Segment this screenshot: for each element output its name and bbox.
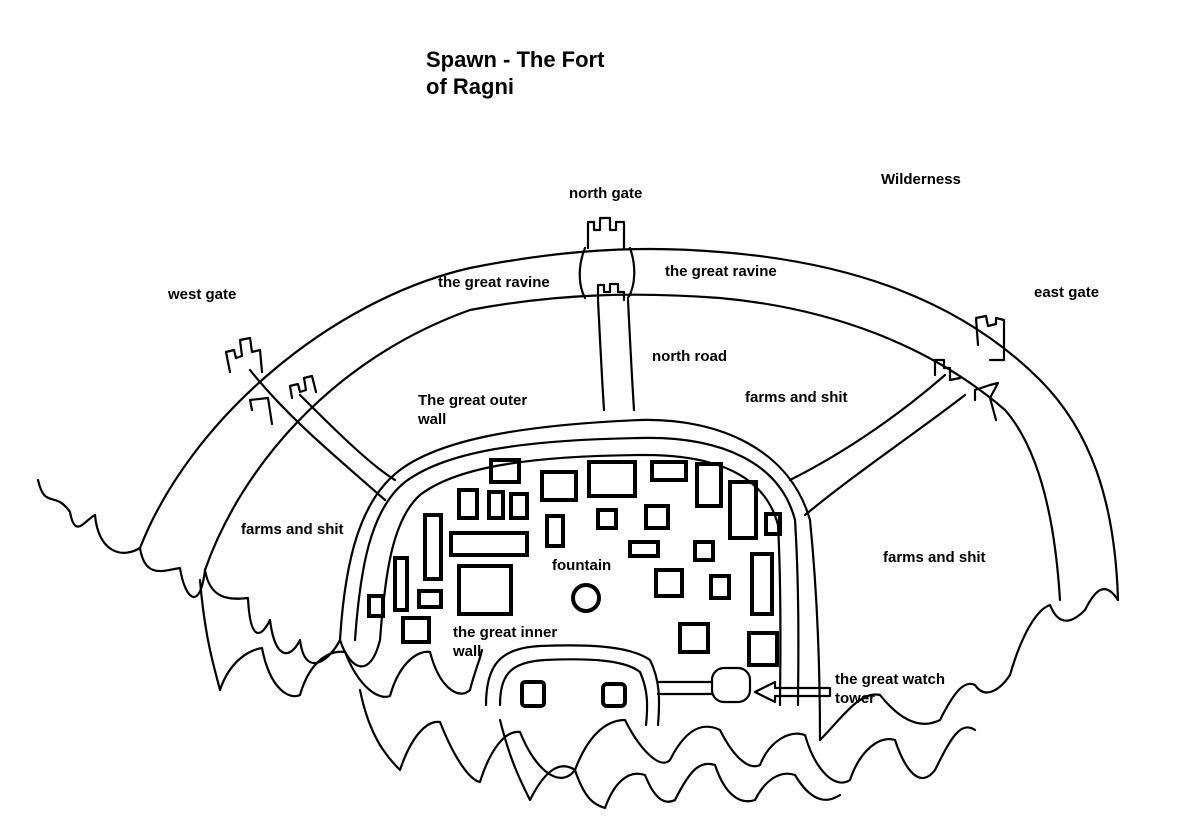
building [401, 616, 431, 644]
building [449, 531, 529, 557]
watch-tower-base [710, 666, 752, 704]
label-inner-wall-line-1: the great inner [453, 624, 558, 641]
building [487, 490, 505, 520]
building [693, 540, 715, 562]
building [695, 462, 723, 508]
ravine-inner-edge [203, 293, 1062, 602]
north-road-upper-east [626, 246, 636, 300]
west-cliffs-lower [198, 578, 484, 698]
north-road-upper-west [578, 246, 587, 300]
west-gate-tower-inner [288, 374, 318, 400]
west-gate-ruin [248, 396, 274, 426]
label-wilderness: Wilderness [881, 171, 961, 188]
north-gate-tower-inner [596, 282, 626, 302]
label-farms-east: farms and shit [883, 549, 986, 566]
building [545, 514, 565, 548]
building [654, 568, 684, 598]
building [393, 556, 409, 612]
inner-wall-outer [353, 436, 800, 707]
label-fountain: fountain [552, 557, 612, 574]
label-outer-wall-line-2: wall [418, 411, 447, 428]
building [417, 589, 443, 609]
keep-wall-inner [498, 658, 649, 727]
city-buildings [367, 458, 782, 667]
building [650, 460, 688, 482]
building [596, 508, 618, 530]
label-watch-tower-line-2: tower [835, 690, 876, 707]
building [457, 564, 513, 616]
building [709, 574, 731, 600]
building [509, 492, 529, 520]
keep-wall-outer [484, 644, 661, 727]
west-spoke-lower [298, 393, 397, 482]
south-cliffs [358, 688, 977, 784]
label-ravine-east: the great ravine [665, 263, 777, 280]
north-road-west-edge [596, 298, 606, 412]
south-cliffs-lower [498, 718, 842, 810]
building [728, 480, 758, 540]
ravine-outer-edge [138, 247, 1120, 602]
label-east-gate: east gate [1034, 284, 1100, 301]
label-farms-north: farms and shit [745, 389, 848, 406]
label-watch-tower-line-1: the great watch [835, 671, 946, 688]
fountain-circle [571, 583, 601, 613]
building [764, 512, 782, 536]
east-gate-ruin [973, 381, 1000, 422]
building [628, 540, 660, 558]
east-cliffs [818, 588, 1120, 742]
north-road-east-edge [626, 298, 636, 412]
east-gate-tower-inner [933, 358, 962, 382]
building [540, 470, 578, 502]
label-north-road: north road [652, 348, 727, 365]
west-gate-tower [224, 336, 264, 374]
building [750, 552, 774, 616]
east-gate-tower [974, 314, 1006, 362]
keep-building-west [520, 680, 546, 708]
building [644, 504, 670, 530]
building [678, 622, 710, 654]
building [747, 631, 779, 667]
watch-tower-arrow [753, 680, 832, 704]
building [489, 458, 521, 484]
map-title-line-1: Spawn - The Fort [426, 47, 605, 72]
west-cliffs [36, 478, 382, 668]
label-outer-wall-line-1: The great outer [418, 392, 528, 409]
keep-building-east [601, 682, 627, 708]
watch-tower-walkway [656, 680, 714, 696]
label-inner-wall-line-2: wall [453, 643, 482, 660]
north-gate-tower [586, 216, 626, 250]
west-spoke-upper [248, 368, 387, 502]
label-west-gate: west gate [168, 286, 237, 303]
label-farms-west: farms and shit [241, 521, 344, 538]
building [423, 513, 443, 581]
map-title-line-2: of Ragni [426, 74, 514, 99]
east-spoke-upper [788, 373, 947, 482]
label-ravine-west: the great ravine [438, 274, 550, 291]
building [457, 488, 479, 520]
outer-ring-around-city [338, 418, 822, 742]
inner-wall-inner [378, 453, 782, 707]
east-spoke-lower [803, 393, 967, 517]
building [587, 460, 637, 498]
building [367, 594, 385, 618]
label-north-gate: north gate [569, 185, 643, 202]
